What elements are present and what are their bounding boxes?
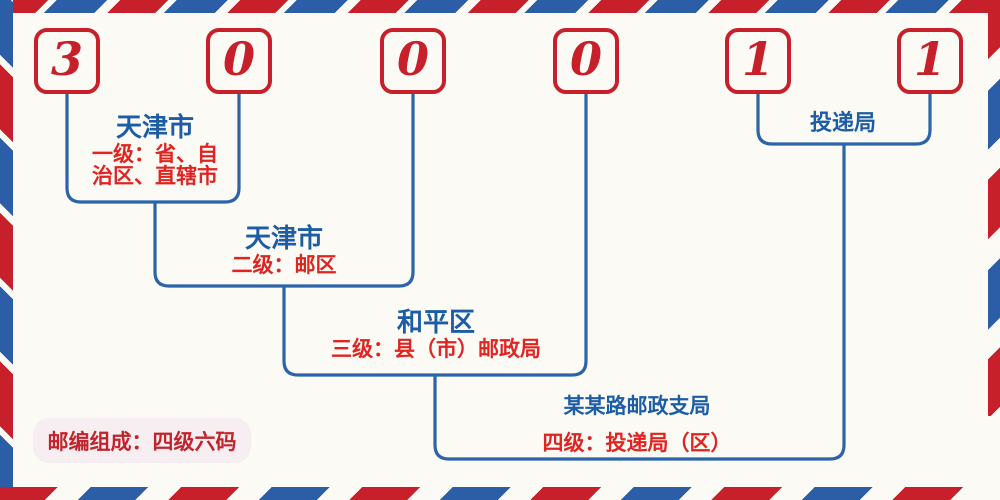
delivery-office-name: 投递局 [809,110,877,136]
level-1-name: 天津市 [115,113,194,143]
digit-1: 3 [50,32,83,86]
footer-badge: 邮编组成：四级六码 [33,418,251,463]
level-3-name: 和平区 [396,308,475,338]
level-4-name: 某某路邮政支局 [563,393,711,418]
delivery-office-label: 投递局 [810,108,876,138]
digit-2: 0 [222,32,255,86]
bracket-level-4 [433,144,846,461]
level-2-label: 天津市 二级：邮区 [232,224,337,276]
digit-3: 0 [396,32,429,86]
digit-box-6: 1 [897,28,963,94]
level-2-name: 天津市 [244,224,323,254]
footer-badge-text: 邮编组成：四级六码 [47,428,237,454]
level-1-desc-line-2: 治区、直辖市 [92,164,218,188]
digit-5: 1 [741,32,774,86]
digit-box-3: 0 [380,28,446,94]
digit-6: 1 [913,32,946,86]
digit-box-5: 1 [725,28,791,94]
level-4-desc: 四级：投递局（区） [542,431,732,455]
level-3-label: 和平区 三级：县（市）邮政局 [331,308,541,360]
level-4-label: 某某路邮政支局 四级：投递局（区） [543,391,732,454]
airmail-border-top [0,0,1000,13]
airmail-border-right [988,0,1000,416]
digit-box-1: 3 [34,28,100,94]
level-3-desc: 三级：县（市）邮政局 [331,337,541,361]
airmail-border-bottom [0,487,980,500]
level-2-desc: 二级：邮区 [231,253,337,277]
digit-4: 0 [569,32,602,86]
bracket-delivery-office [756,92,932,146]
bracket-level-1 [65,92,241,204]
digit-box-4: 0 [553,28,619,94]
level-1-label: 天津市 一级：省、自 治区、直辖市 [92,113,218,187]
level-1-desc-line-1: 一级：省、自 [92,142,218,166]
airmail-border-left [0,0,13,500]
digit-box-2: 0 [206,28,272,94]
